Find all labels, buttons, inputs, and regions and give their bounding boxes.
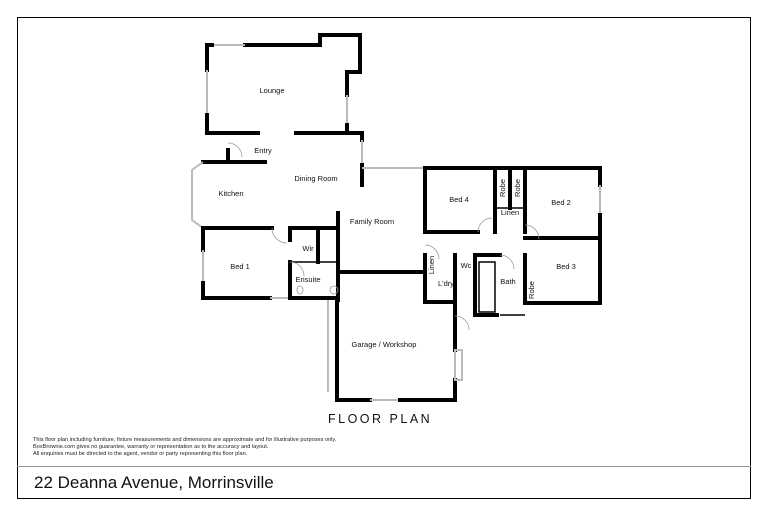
plan-title: FLOOR PLAN <box>328 412 433 426</box>
room-label-bed3: Bed 3 <box>556 262 576 271</box>
room-label-ensuite: Ensuite <box>295 275 320 284</box>
room-label-robe-bed3: Robe <box>527 281 536 299</box>
page-frame <box>17 17 751 499</box>
room-label-lounge: Lounge <box>259 86 284 95</box>
room-label-garage: Garage / Workshop <box>352 340 417 349</box>
disclaimer-line: All enquiries must be directed to the ag… <box>33 451 248 457</box>
room-label-kitchen: Kitchen <box>218 189 243 198</box>
property-address: 22 Deanna Avenue, Morrinsville <box>34 473 274 492</box>
room-label-bed2: Bed 2 <box>551 198 571 207</box>
room-label-wir: Wir <box>302 244 314 253</box>
room-label-laundry: L'dry <box>438 279 454 288</box>
room-label-robe-bed2: Robe <box>513 179 522 197</box>
room-label-family: Family Room <box>350 217 394 226</box>
room-label-linen-laundry: Linen <box>427 256 436 274</box>
room-label-bed1: Bed 1 <box>230 262 250 271</box>
divider <box>17 466 751 467</box>
room-label-dining: Dining Room <box>294 174 337 183</box>
room-label-bath: Bath <box>500 277 515 286</box>
room-label-linen: Linen <box>501 208 519 217</box>
room-label-wc: Wc <box>461 261 472 270</box>
room-label-entry: Entry <box>254 146 272 155</box>
room-label-bed4: Bed 4 <box>449 195 469 204</box>
disclaimer-line: BoxBrownie.com gives no guarantee, warra… <box>33 444 269 450</box>
walls <box>191 33 602 402</box>
room-label-robe-bed4: Robe <box>498 179 507 197</box>
room-labels: Lounge Entry Dining Room Kitchen Family … <box>218 86 575 349</box>
disclaimer: This floor plan including furniture, fix… <box>33 437 336 458</box>
disclaimer-line: This floor plan including furniture, fix… <box>33 437 337 443</box>
